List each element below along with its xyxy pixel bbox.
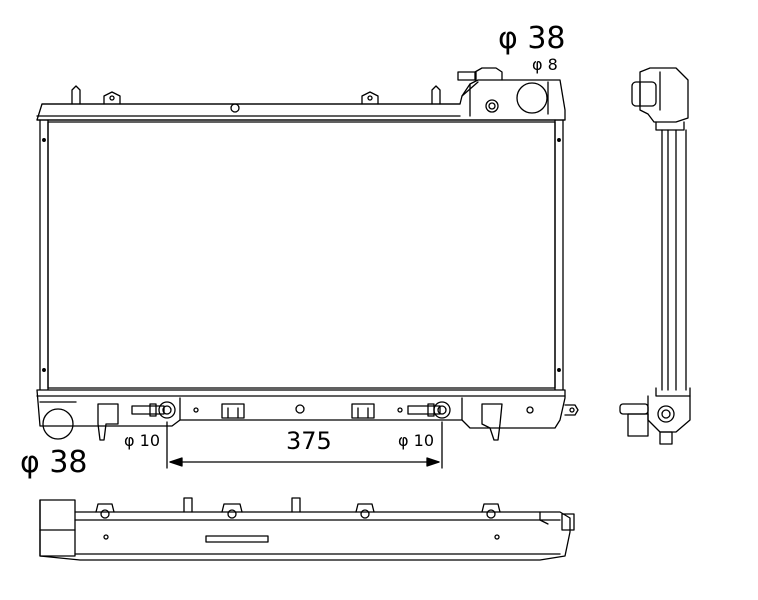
dimension-labels: φ 38 φ 8 φ 38 φ 10 φ 10 375: [20, 21, 566, 480]
cooler-pipe-left: [131, 401, 176, 419]
overflow-diameter-label: φ 8: [532, 55, 558, 74]
radiator-core: [39, 119, 564, 391]
lower-tank: [36, 389, 579, 441]
left-pipe-diameter-label: φ 10: [124, 431, 160, 450]
pipe-spacing-dimension: [166, 421, 443, 469]
lower-hose-diameter-label: φ 38: [20, 445, 88, 480]
upper-tank: [36, 67, 566, 121]
upper-hose-outlet: [516, 81, 549, 115]
cooler-pipe-right: [407, 401, 451, 419]
right-pipe-diameter-label: φ 10: [398, 431, 434, 450]
pipe-spacing-label: 375: [286, 427, 332, 455]
front-view: [36, 67, 579, 469]
lower-hose-outlet: [39, 401, 77, 440]
upper-hose-diameter-label: φ 38: [498, 21, 566, 56]
side-view: [619, 67, 691, 445]
bottom-view: [39, 497, 575, 561]
